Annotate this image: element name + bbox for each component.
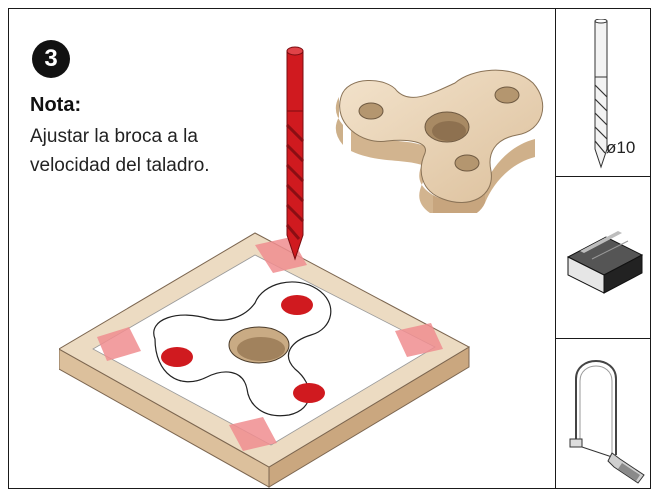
spinner-wooden-piece <box>335 69 544 213</box>
wooden-board-with-template <box>59 232 471 488</box>
step-number-badge: 3 <box>32 40 70 78</box>
tool-cell-drill-bit: ø10 <box>556 9 650 177</box>
red-drill-bit-icon <box>285 46 305 261</box>
drill-bit-icon <box>594 19 608 169</box>
tool-cell-coping-saw <box>556 339 650 489</box>
drill-size-label: ø10 <box>606 138 636 157</box>
tool-cell-sanding-block <box>556 177 650 339</box>
sanding-block-icon <box>566 231 644 294</box>
note-title: Nota: <box>30 94 82 116</box>
coping-saw-icon <box>569 360 645 484</box>
note-text: Ajustar la broca a la velocidad del tala… <box>30 126 210 176</box>
tools-sidebar: ø10 <box>556 8 651 489</box>
main-illustration-panel: 3 Nota: Ajustar la broca a la velocidad … <box>8 8 556 489</box>
